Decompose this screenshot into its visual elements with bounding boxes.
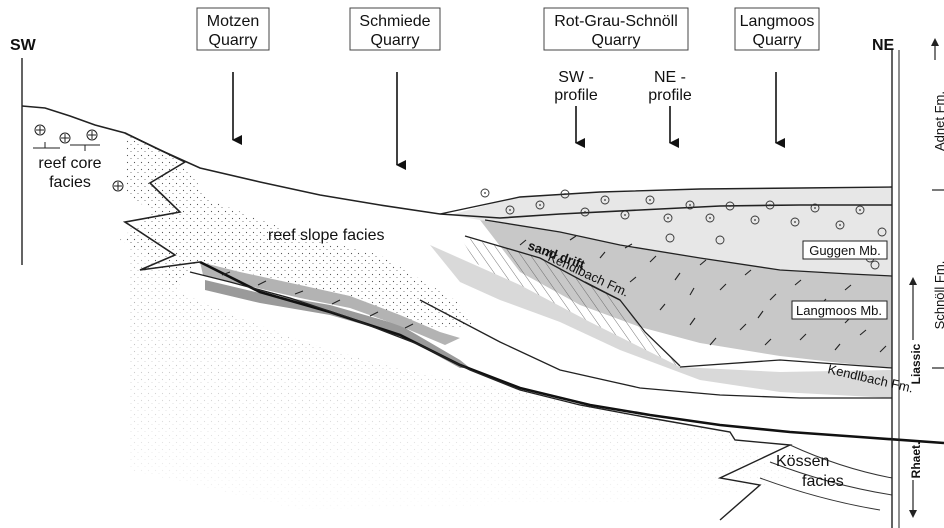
adnet-label: Adnet Fm. (932, 91, 944, 151)
ne-profile-line1: NE - (654, 69, 686, 86)
quarry-motzen-line1: Motzen (207, 13, 259, 30)
reef-core-label-line2: facies (49, 174, 91, 191)
ne-label: NE (872, 37, 895, 54)
quarry-langmoos-line1: Langmoos (740, 13, 815, 30)
strat-arrow-up-liassic (909, 277, 917, 285)
sw-label: SW (10, 37, 37, 54)
sw-profile-line2: profile (554, 87, 598, 104)
reef-slope-label: reef slope facies (268, 227, 385, 244)
quarry-langmoos-line2: Quarry (753, 32, 802, 49)
sw-profile-line1: SW - (558, 69, 594, 86)
quarry-rgs-line2: Quarry (592, 32, 641, 49)
kossen-label-line2: facies (802, 473, 844, 490)
ne-profile-line2: profile (648, 87, 692, 104)
guggen-label: Guggen Mb. (809, 243, 881, 258)
reef-core-label-line1: reef core (38, 155, 101, 172)
quarry-motzen-line2: Quarry (209, 32, 258, 49)
langmoos-label: Langmoos Mb. (796, 303, 882, 318)
quarry-rgs-line1: Rot-Grau-Schnöll (554, 13, 678, 30)
strat-arrow-down-rhaet (909, 510, 917, 518)
quarry-schmiede-line2: Quarry (371, 32, 420, 49)
quarry-schmiede-line1: Schmiede (359, 13, 430, 30)
schnoll-label: Schnöll Fm. (932, 261, 944, 330)
rhaet-label: Rhaet. (909, 442, 923, 479)
liassic-label: Liassic (909, 343, 923, 384)
strat-arrow-up-top (931, 38, 939, 46)
kossen-label-line1: Kössen (776, 453, 829, 470)
